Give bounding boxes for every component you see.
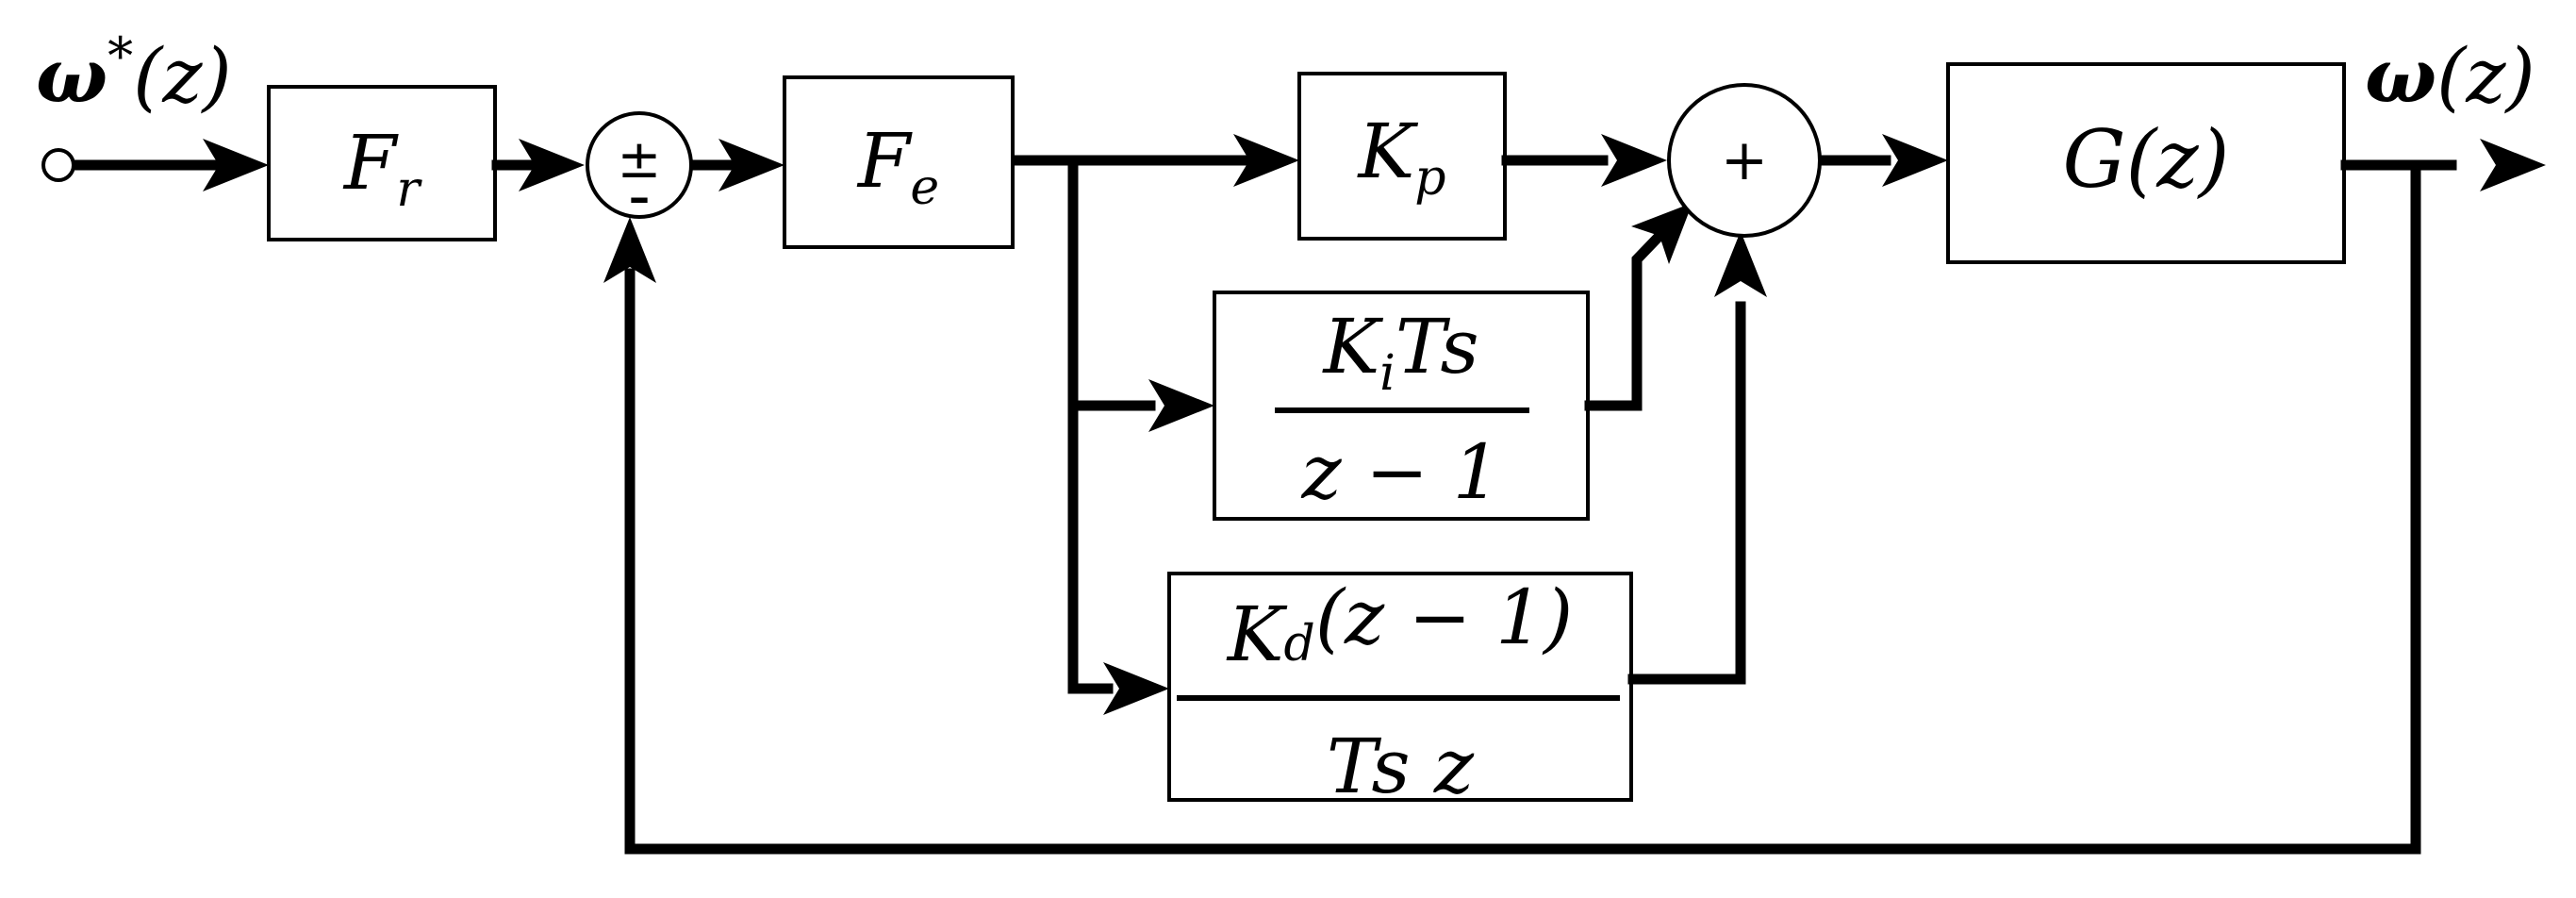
block-kp-label: Kp (1356, 108, 1445, 207)
arrowhead-into-kp (1233, 134, 1299, 187)
arrowhead-into-sum2-kd (1714, 231, 1767, 297)
arrowhead-feedback-into-sum1 (603, 217, 656, 283)
summing-junction-2: + (1667, 83, 1822, 238)
summing-junction-1: ± – (586, 111, 693, 222)
block-kp: Kp (1297, 72, 1507, 241)
arrowhead-output (2480, 139, 2546, 191)
wire-feedback (624, 159, 2421, 855)
arrowhead-into-sum2-kp (1601, 134, 1667, 187)
block-fe-label: Fe (856, 117, 939, 216)
block-ki-numerator: KiTs (1322, 303, 1479, 402)
wire-ki-to-sum2 (1584, 228, 1667, 411)
arrowhead-into-sum1 (519, 139, 585, 191)
sum1-circle (586, 111, 693, 219)
block-fe-frame (783, 75, 1015, 249)
block-kd-frame (1167, 572, 1633, 802)
block-g-label: G(z) (2063, 113, 2230, 206)
arrowhead-into-fe (718, 139, 784, 191)
block-ki-denominator: z − 1 (1301, 428, 1501, 516)
arrowheads (203, 134, 2546, 715)
block-ki: KiTs z − 1 (1213, 291, 1590, 521)
arrowhead-into-ki (1148, 379, 1214, 432)
block-kd-denominator: Ts z (1327, 723, 1475, 810)
arrowhead-into-g (1882, 134, 1948, 187)
arrowhead-into-sum2-ki (1631, 203, 1693, 264)
sum2-circle (1667, 83, 1822, 238)
arrowhead-into-kd (1103, 662, 1169, 715)
block-g-frame (1946, 62, 2346, 264)
sum1-bottom-sign: – (629, 174, 650, 222)
block-fr-label: Fr (342, 119, 423, 218)
signal-wires (68, 155, 2457, 855)
block-fr-frame (267, 85, 497, 241)
input-terminal (41, 148, 75, 182)
block-fe: Fe (783, 75, 1015, 249)
input-signal-label: ω*(z) (36, 26, 232, 120)
block-ki-frame (1213, 291, 1590, 521)
arrowhead-into-fr (203, 139, 269, 191)
block-kd: Kd(z − 1) Ts z (1167, 572, 1633, 810)
block-kd-numerator: Kd(z − 1) (1226, 574, 1573, 678)
sum1-top-sign: ± (618, 129, 662, 191)
output-signal-label: ω(z) (2365, 31, 2535, 120)
block-fr: Fr (267, 85, 497, 241)
block-g: G(z) (1946, 62, 2346, 264)
block-kp-frame (1297, 72, 1507, 241)
wire-kd-to-sum2 (1627, 301, 1746, 685)
sum2-sign: + (1721, 127, 1768, 193)
